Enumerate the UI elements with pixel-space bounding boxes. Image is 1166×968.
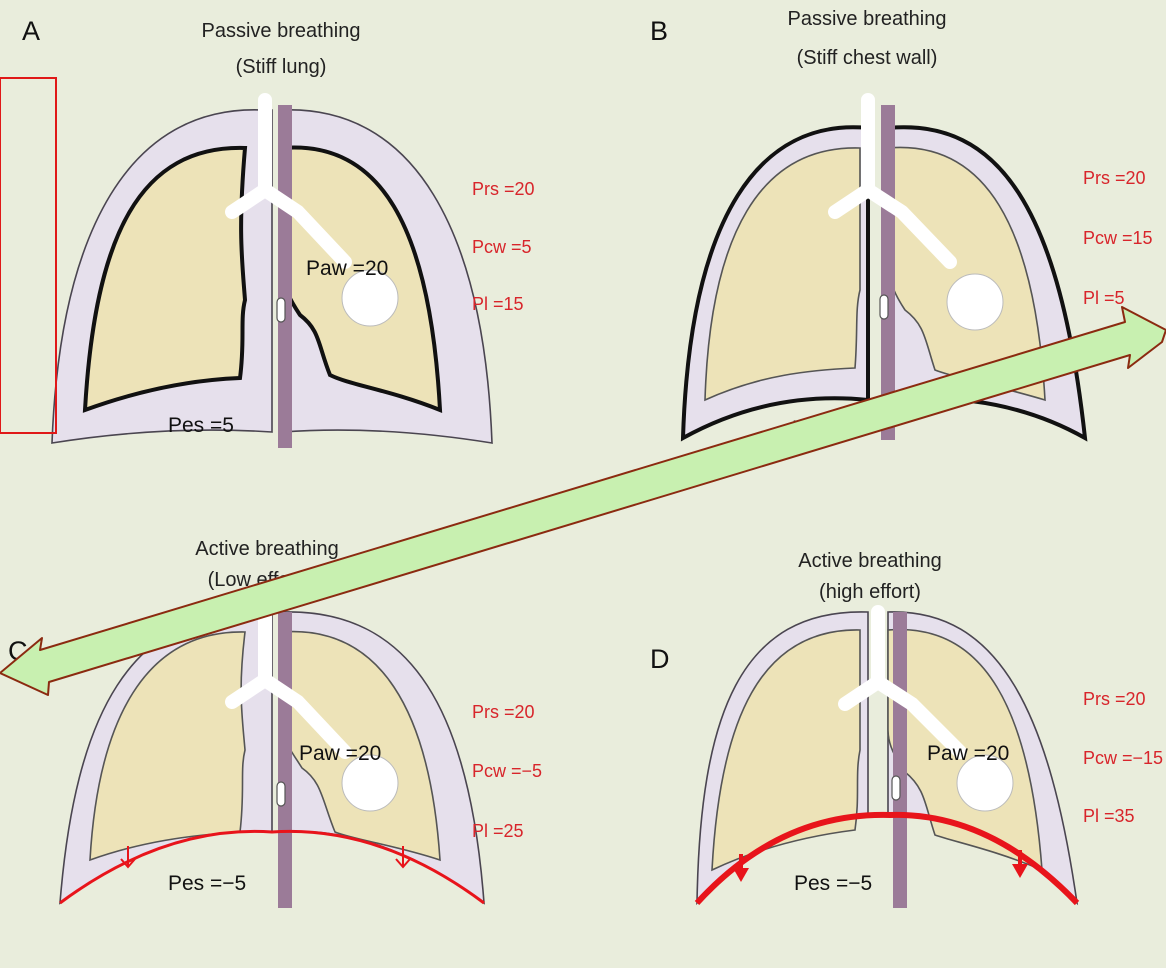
panel-c-balloon xyxy=(277,782,285,806)
panel-d-paw: Paw =20 xyxy=(927,742,1009,765)
panel-b-pcw: Pcw =15 xyxy=(1083,228,1153,248)
panel-d-letter: D xyxy=(650,644,670,674)
panel-c-pes: Pes =−5 xyxy=(168,872,246,895)
panel-d-down-arrow-right-head xyxy=(1012,864,1028,878)
panel-d-subtitle: (high effort) xyxy=(819,581,921,603)
panel-d-prs: Prs =20 xyxy=(1083,689,1146,709)
panel-a: A Passive breathing (Stiff lung) Paw =20… xyxy=(22,16,535,448)
panel-a-left-lung xyxy=(85,148,245,410)
panel-b-left-lung xyxy=(705,148,860,400)
panel-a-subtitle: (Stiff lung) xyxy=(236,56,327,78)
panel-d-balloon xyxy=(892,776,900,800)
panel-c-paw: Paw =20 xyxy=(299,742,381,765)
panel-b-pl: Pl =5 xyxy=(1083,288,1125,308)
panel-a-title: Passive breathing xyxy=(202,20,361,42)
panel-c-left-lung xyxy=(90,632,245,860)
panel-b-alveolus xyxy=(947,274,1003,330)
panel-a-paw: Paw =20 xyxy=(306,257,388,280)
panel-a-pl: Pl =15 xyxy=(472,294,524,314)
panel-d-pl: Pl =35 xyxy=(1083,806,1135,826)
panel-b-subtitle: (Stiff chest wall) xyxy=(797,47,938,69)
panel-c-title: Active breathing xyxy=(195,538,338,560)
highlight-box xyxy=(0,78,56,433)
panel-d-pcw: Pcw =−15 xyxy=(1083,748,1163,768)
panel-d-down-arrow-left-head xyxy=(733,868,749,882)
panel-a-pes: Pes =5 xyxy=(168,414,234,437)
panel-b-title: Passive breathing xyxy=(788,8,947,30)
panel-d-down-arrows xyxy=(733,850,1028,882)
panel-d-pes: Pes =−5 xyxy=(794,872,872,895)
panel-c-down-arrows xyxy=(121,846,410,867)
panel-a-prs: Prs =20 xyxy=(472,179,535,199)
panel-b: B Passive breathing (Stiff chest wall) P… xyxy=(650,8,1153,440)
panel-d-title: Active breathing xyxy=(798,550,941,572)
panel-a-pcw: Pcw =5 xyxy=(472,237,532,257)
panel-b-prs: Prs =20 xyxy=(1083,168,1146,188)
panel-c-prs: Prs =20 xyxy=(472,702,535,722)
panel-b-balloon xyxy=(880,295,888,319)
panel-c-pl: Pl =25 xyxy=(472,821,524,841)
panel-b-letter: B xyxy=(650,16,668,46)
panel-c-pcw: Pcw =−5 xyxy=(472,761,542,781)
panel-a-letter: A xyxy=(22,16,40,46)
panel-d: D Active breathing (high effort) Pes =−5… xyxy=(650,550,1163,908)
panel-a-balloon xyxy=(277,298,285,322)
